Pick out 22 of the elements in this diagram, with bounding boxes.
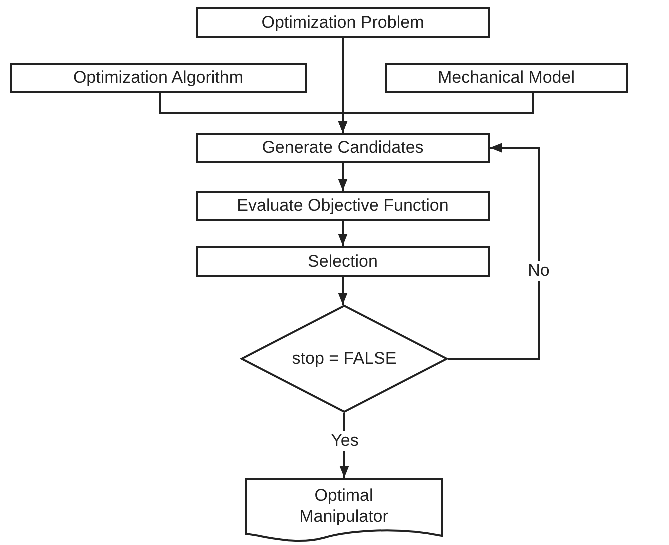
node-label: Optimal Manipulator	[298, 484, 390, 528]
arrow	[338, 93, 534, 133]
node-label: Optimization Algorithm	[73, 67, 244, 89]
process-box	[196, 246, 490, 277]
process-box	[385, 63, 628, 93]
process-box	[196, 7, 490, 38]
arrow	[338, 221, 348, 246]
node-label: Generate Candidates	[262, 137, 424, 159]
node-label: Optimization Problem	[262, 12, 424, 34]
arrow	[448, 143, 540, 360]
node-label: Selection	[308, 250, 378, 272]
node-label: Evaluate Objective Function	[237, 195, 449, 217]
process-box	[196, 133, 490, 163]
node-label: Mechanical Model	[438, 67, 575, 89]
process-box	[196, 191, 490, 221]
node-label: stop = FALSE	[292, 348, 397, 370]
decision-diamond	[241, 305, 448, 413]
arrow	[338, 277, 348, 305]
document-shape	[245, 478, 443, 542]
edge-label: Yes	[329, 431, 361, 451]
process-box	[10, 63, 307, 93]
arrow	[338, 163, 348, 191]
